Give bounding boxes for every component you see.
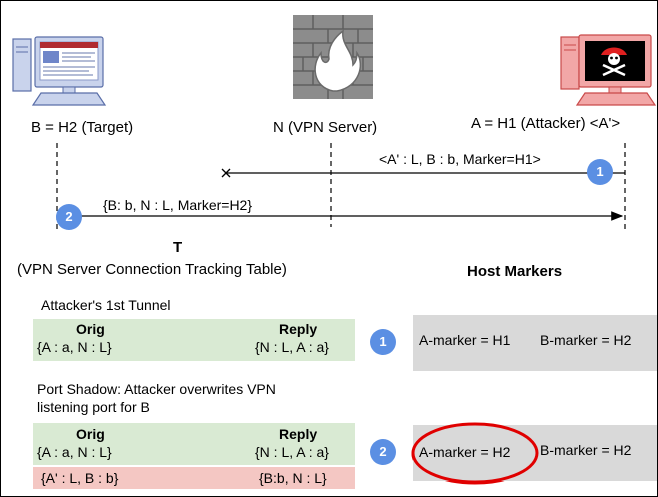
- section-2-row-1-reply: {N : L, A : a}: [255, 444, 329, 460]
- target-host-label: B = H2 (Target): [31, 119, 134, 136]
- section-2-b-marker: B-marker = H2: [540, 442, 632, 458]
- section-2-title-line-1: Port Shadow: Attacker overwrites VPN: [37, 381, 276, 397]
- section-2-shadow-row: [33, 467, 355, 489]
- section-1-badge: 1: [370, 329, 396, 355]
- host-markers-heading: Host Markers: [467, 263, 563, 280]
- flow-2-label: {B: b, N : L, Marker=H2}: [103, 197, 253, 213]
- section-1-table: [33, 319, 355, 361]
- section-2-row-2-orig: {A' : L, B : b}: [41, 470, 119, 486]
- section-1-b-marker: B-marker = H2: [540, 332, 632, 348]
- section-2-table: [33, 423, 355, 465]
- table-letter: T: [173, 239, 183, 256]
- attacker-computer-icon: [560, 34, 657, 106]
- target-computer-icon: [12, 36, 107, 106]
- section-2-row-2-reply: {B:b, N : L}: [259, 470, 327, 486]
- section-2-a-marker: A-marker = H2: [419, 444, 511, 460]
- attacker-host-label: A = H1 (Attacker) <A'>: [471, 115, 621, 132]
- vpn-host-label: N (VPN Server): [273, 119, 378, 136]
- table-caption: (VPN Server Connection Tracking Table): [17, 261, 287, 278]
- section-1-reply-value: {N : L, A : a}: [255, 339, 329, 355]
- section-1-reply-header: Reply: [279, 321, 318, 337]
- flow-2-badge: 2: [56, 204, 82, 230]
- section-1-orig-value: {A : a, N : L}: [37, 339, 112, 355]
- flow-1-badge: 1: [587, 159, 613, 185]
- section-1-title: Attacker's 1st Tunnel: [41, 297, 171, 313]
- section-2-row-1-orig: {A : a, N : L}: [37, 444, 112, 460]
- section-2-title-line-2: listening port for B: [37, 399, 150, 415]
- flow-1-blocked-mark: [221, 168, 231, 178]
- section-2-orig-header: Orig: [76, 426, 105, 442]
- section-1-markers-box: [413, 315, 657, 371]
- section-1-a-marker: A-marker = H1: [419, 332, 511, 348]
- section-2-reply-header: Reply: [279, 426, 318, 442]
- firewall-icon: [293, 15, 373, 99]
- section-1-orig-header: Orig: [76, 321, 105, 337]
- section-2-badge: 2: [370, 439, 396, 465]
- flow-1-label: <A' : L, B : b, Marker=H1>: [379, 151, 541, 167]
